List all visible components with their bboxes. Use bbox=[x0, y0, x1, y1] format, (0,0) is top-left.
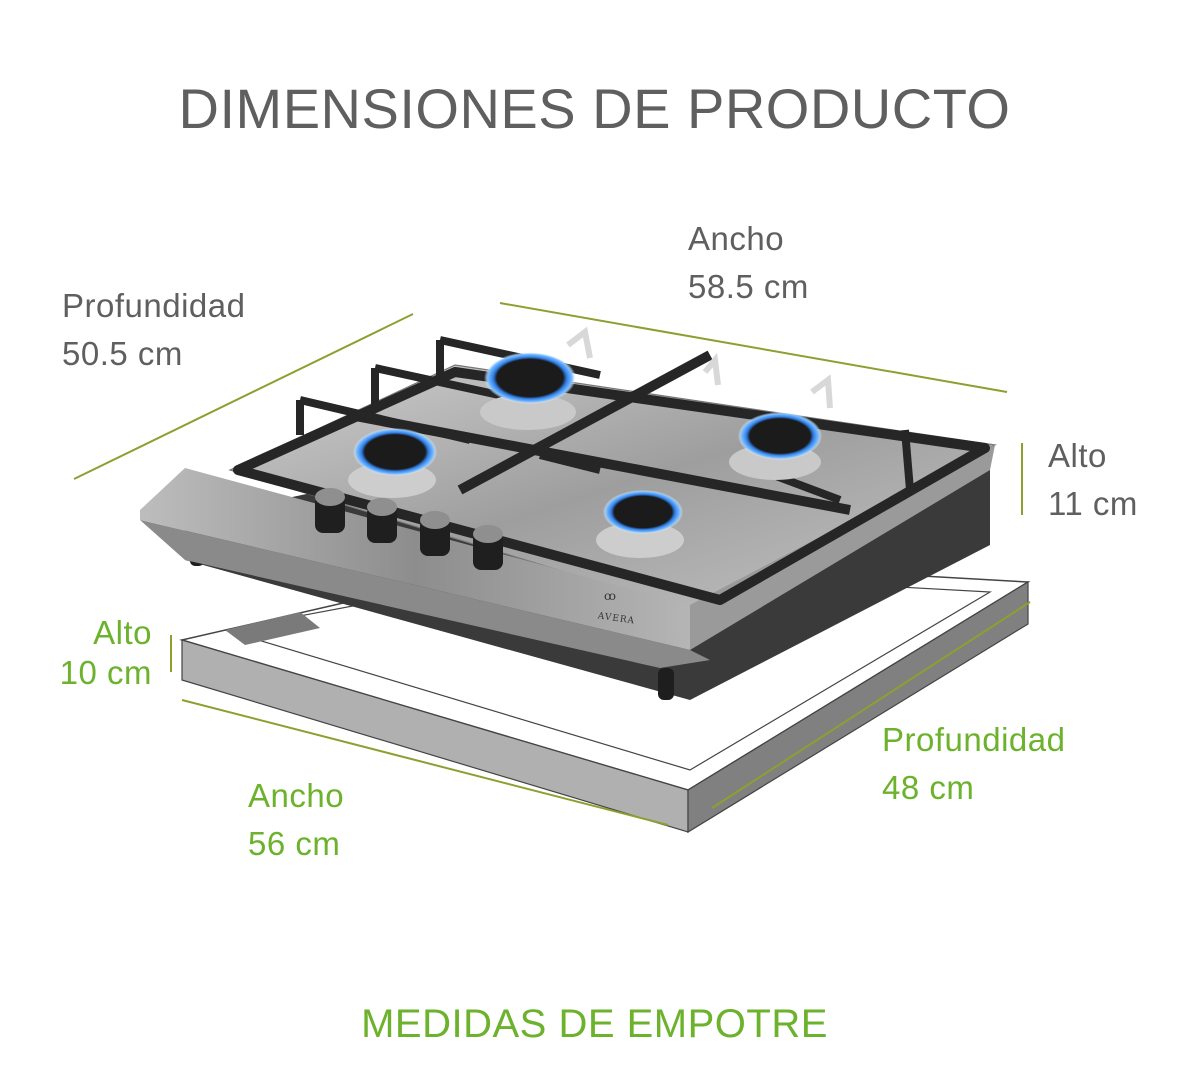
cutout-height-label: Alto 10 cm bbox=[40, 613, 152, 693]
product-depth-line bbox=[73, 313, 414, 480]
section-subtitle: MEDIDAS DE EMPOTRE bbox=[361, 1002, 828, 1046]
knob-4[interactable] bbox=[473, 525, 503, 570]
product-width-value: 58.5 cm bbox=[688, 268, 809, 305]
product-height-value: 11 cm bbox=[1048, 485, 1138, 522]
dimension-lines bbox=[73, 302, 1031, 826]
cutout-width-value: 56 cm bbox=[248, 825, 341, 862]
cutout-width-name: Ancho bbox=[248, 777, 345, 814]
product-depth-label: Profundidad 50.5 cm bbox=[62, 282, 245, 378]
cutout-depth-value: 48 cm bbox=[882, 769, 975, 806]
product-depth-name: Profundidad bbox=[62, 287, 246, 324]
product-height-name: Alto bbox=[1048, 437, 1107, 474]
burner-front-left bbox=[348, 428, 437, 498]
page-title: DIMENSIONES DE PRODUCTO bbox=[178, 76, 1011, 140]
cutout-width-line bbox=[181, 699, 669, 826]
product-width-line bbox=[499, 302, 1008, 393]
product-height-label: Alto 11 cm bbox=[1048, 432, 1138, 528]
product-width-name: Ancho bbox=[688, 220, 785, 257]
burner-rear-right bbox=[729, 412, 822, 480]
product-depth-value: 50.5 cm bbox=[62, 335, 183, 372]
burner-rear-left bbox=[480, 352, 576, 430]
cutout-height-name: Alto bbox=[93, 614, 152, 651]
cooktop: ꝏ AVERA bbox=[140, 326, 997, 700]
knob-1[interactable] bbox=[315, 488, 345, 533]
knob-3[interactable] bbox=[420, 511, 450, 556]
burner-front-right bbox=[596, 490, 684, 558]
product-width-label: Ancho 58.5 cm bbox=[688, 215, 809, 311]
cutout-width-label: Ancho 56 cm bbox=[248, 772, 344, 868]
cutout-height-value: 10 cm bbox=[59, 654, 152, 691]
cutout-depth-line bbox=[711, 601, 1031, 809]
foot bbox=[658, 668, 674, 700]
cutout-depth-name: Profundidad bbox=[882, 721, 1066, 758]
cutout-depth-label: Profundidad 48 cm bbox=[882, 716, 1065, 812]
brand-logo-icon: ꝏ bbox=[604, 589, 616, 603]
knob-2[interactable] bbox=[367, 498, 397, 543]
